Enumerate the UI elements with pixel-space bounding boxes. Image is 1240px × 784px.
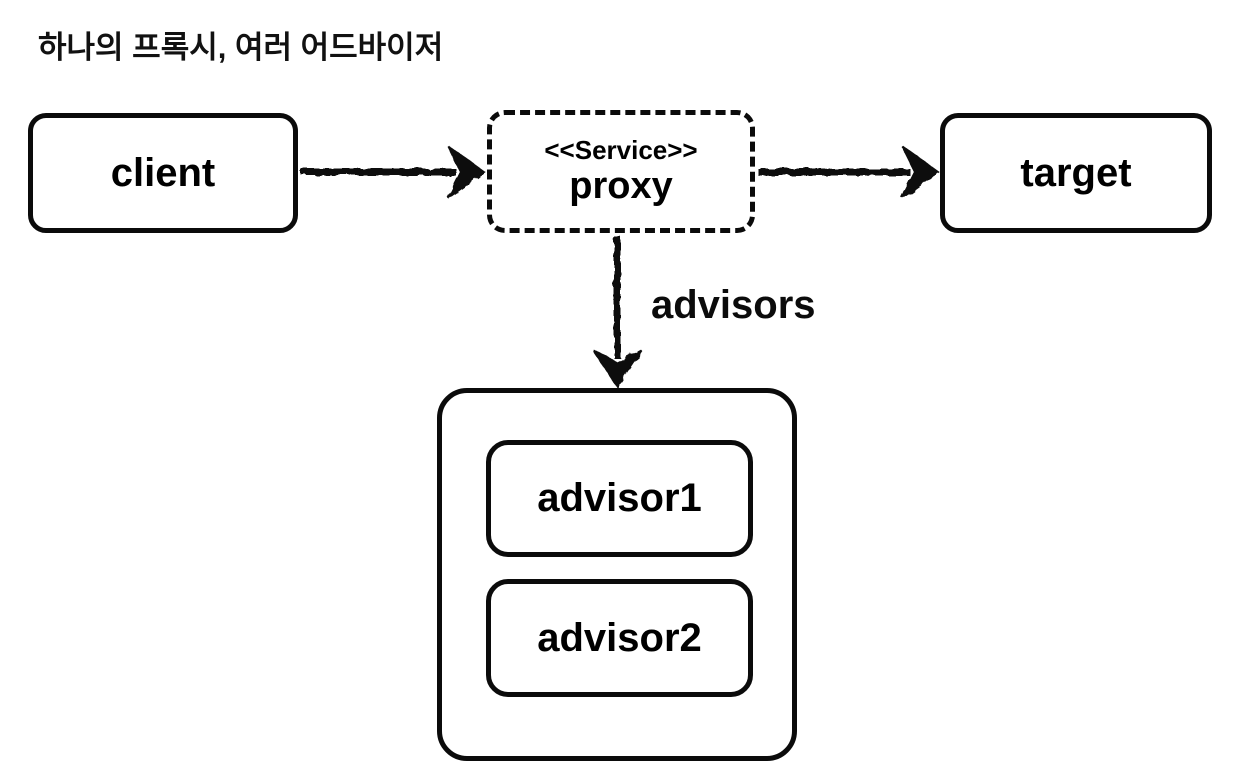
node-client: client bbox=[28, 113, 298, 233]
node-advisor1-label: advisor1 bbox=[537, 476, 702, 520]
node-proxy: <<Service>> proxy bbox=[487, 110, 755, 233]
node-target: target bbox=[940, 113, 1212, 233]
node-proxy-stereotype: <<Service>> bbox=[544, 134, 698, 165]
node-target-label: target bbox=[1020, 150, 1132, 195]
node-client-label: client bbox=[110, 150, 216, 195]
diagram-title: 하나의 프록시, 여러 어드바이저 bbox=[38, 30, 444, 65]
arrow-client-to-proxy bbox=[301, 145, 486, 199]
advisors-edge-label: advisors bbox=[651, 283, 816, 327]
node-advisor2: advisor2 bbox=[486, 579, 753, 697]
arrow-proxy-to-target bbox=[758, 145, 940, 199]
node-advisors-group bbox=[437, 388, 797, 761]
node-proxy-label: proxy bbox=[569, 164, 673, 207]
arrow-proxy-to-advisors bbox=[592, 236, 642, 388]
node-advisor2-label: advisor2 bbox=[537, 615, 702, 660]
node-advisor1: advisor1 bbox=[486, 440, 753, 557]
